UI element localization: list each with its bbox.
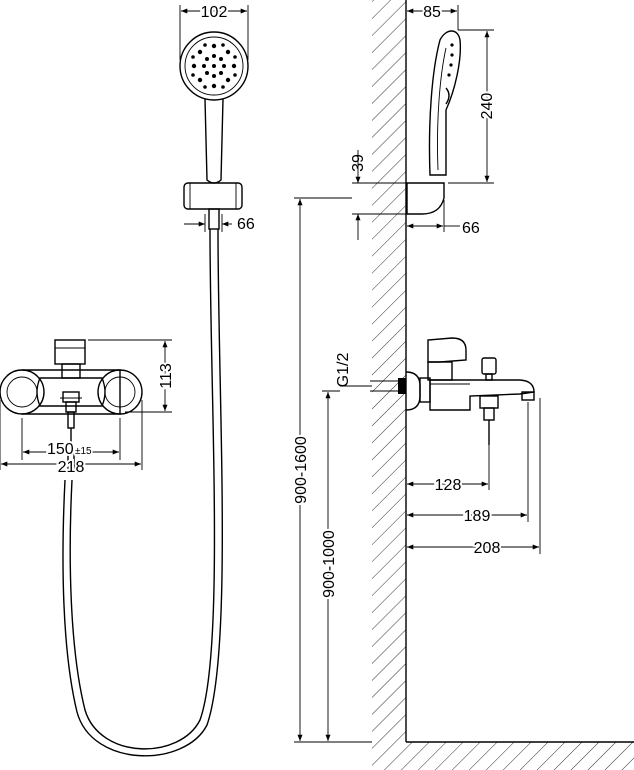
dim-center-distance: 150 ±15	[21, 418, 121, 460]
dim-holder-install-height-label: 900-1600	[293, 436, 310, 504]
dim-wall-to-diverter: 189	[407, 402, 529, 527]
hose-connector	[208, 208, 220, 230]
dim-side-holder-width: 66	[407, 200, 480, 237]
dim-head-width-label: 102	[201, 4, 228, 21]
side-mixer-body	[429, 379, 535, 411]
side-flange	[405, 371, 421, 411]
dim-mixer-height-label: 113	[158, 363, 175, 389]
dim-spout-length: 208	[407, 398, 541, 559]
dim-mixer-width-label: 218	[58, 459, 85, 476]
front-mixer	[0, 339, 143, 471]
side-holder	[406, 182, 445, 215]
dim-wall-to-handle-label: 128	[435, 477, 462, 494]
dim-holder-width-label: 66	[237, 216, 255, 233]
dim-side-head-height: 240	[448, 29, 498, 184]
shower-handle	[204, 98, 224, 184]
dim-wall-to-handle: 128	[407, 445, 490, 496]
floor	[372, 741, 634, 770]
dim-side-holder-width-label: 66	[462, 220, 480, 237]
dim-holder-width: 66	[184, 214, 255, 233]
dim-inlet-thread: G1/2	[335, 353, 372, 388]
front-hand-shower	[62, 31, 249, 757]
dim-center-tolerance-label: ±15	[75, 446, 92, 457]
dim-mixer-install-height: 900-1000	[319, 390, 340, 741]
dim-wall-to-diverter-label: 189	[464, 508, 491, 525]
mixer-body	[22, 369, 121, 415]
diverter-knob	[481, 357, 497, 375]
spout-outlet	[521, 391, 535, 401]
dim-side-head-height-label: 240	[479, 93, 496, 120]
dim-holder-install-height: 900-1600	[291, 197, 372, 743]
dim-head-width: 102	[179, 2, 249, 60]
dim-inlet-thread-label: G1/2	[335, 353, 352, 388]
dim-spout-length-label: 208	[474, 540, 501, 557]
side-hand-shower	[406, 30, 462, 215]
dim-mixer-height: 113	[88, 339, 177, 413]
dim-mixer-width: 218	[0, 400, 143, 478]
dim-side-head-depth-label: 85	[423, 4, 441, 21]
shower-holder	[183, 182, 243, 210]
nozzle-dots	[191, 43, 237, 89]
shower-hose-outer	[69, 228, 216, 750]
dim-side-holder-height-label: 39	[350, 154, 367, 172]
side-mixer	[370, 337, 535, 445]
mixer-lever	[54, 339, 86, 365]
dim-mixer-install-height-label: 900-1000	[321, 530, 338, 598]
wall	[372, 0, 407, 742]
shower-head-inner	[184, 36, 244, 96]
dim-center-distance-label: 150	[47, 441, 74, 458]
inlet-thread	[398, 378, 406, 394]
side-mixer-lever	[427, 337, 467, 363]
dim-side-holder-height: 39	[350, 150, 406, 240]
shower-hose-inner	[62, 228, 223, 757]
dim-side-head-depth: 85	[405, 0, 459, 30]
side-shower-profile	[428, 30, 462, 176]
shower-head-outer	[179, 31, 249, 101]
